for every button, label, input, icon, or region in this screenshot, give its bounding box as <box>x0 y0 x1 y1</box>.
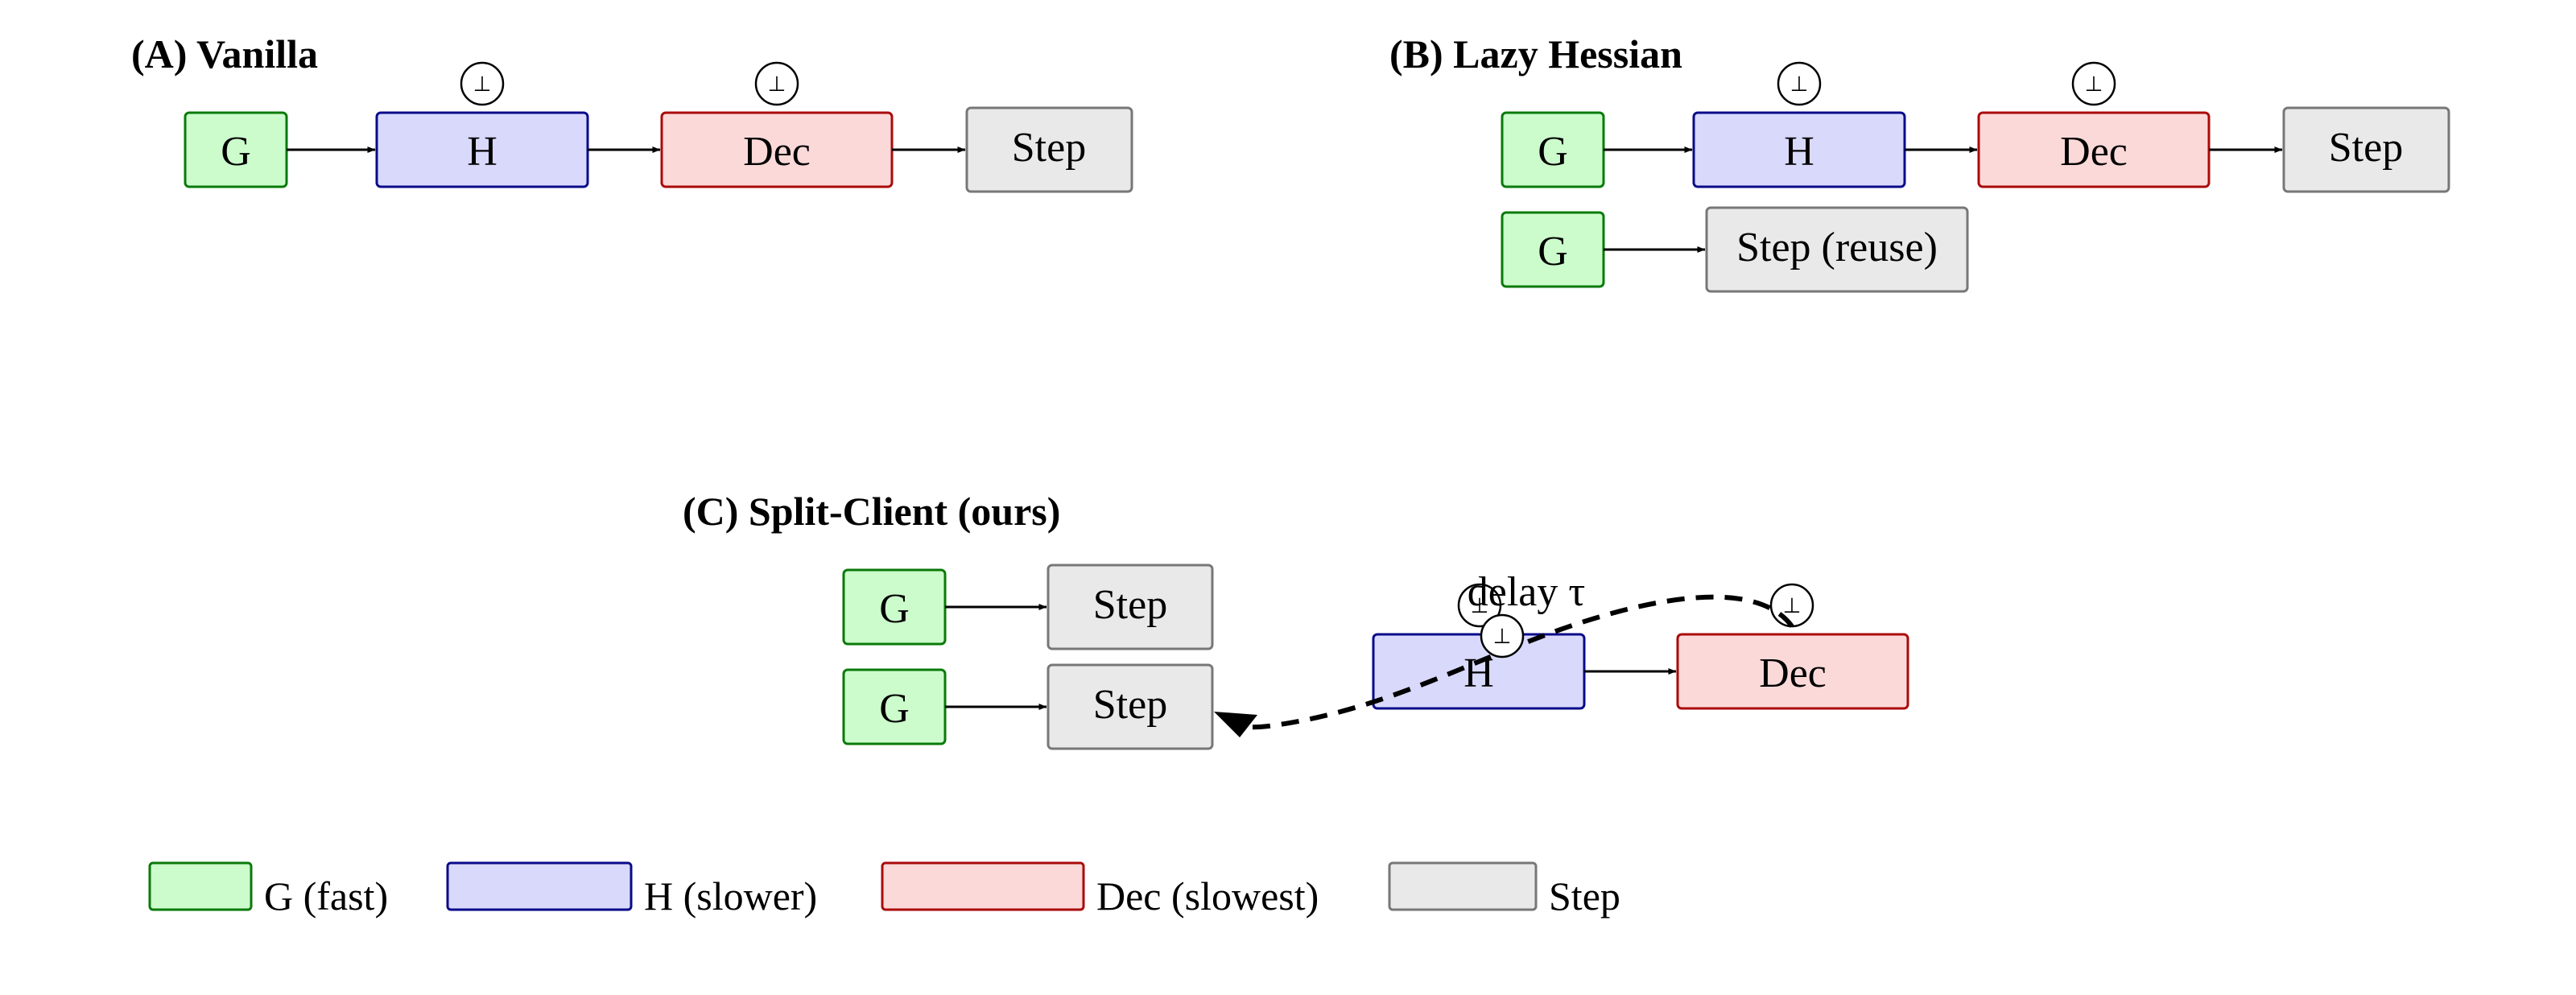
panel-b-h-clock-icon: ⊥ <box>1777 61 1822 106</box>
panel-c-step1-label: Step <box>1093 582 1167 628</box>
panel-b-step-label: Step <box>2329 125 2403 171</box>
panel-b-dec-clock-icon: ⊥ <box>2071 61 2116 106</box>
panel-c-dec-label: Dec <box>1759 650 1827 696</box>
legend-dec-label: Dec (slowest) <box>1096 873 1319 919</box>
legend-h-label: H (slower) <box>644 873 817 919</box>
panel-b-step-reuse-box <box>1705 206 1969 293</box>
panel-c-delay-label: delay τ <box>1468 569 1586 615</box>
svg-text:⊥: ⊥ <box>1471 594 1489 618</box>
legend: G (fast) H (slower) Dec (slowest) Step <box>148 861 1620 919</box>
panel-c-dec-box <box>1676 633 1909 710</box>
panel-a-h-clock-icon: ⊥ <box>460 61 505 106</box>
panel-b-h-label: H <box>1784 129 1814 175</box>
panel-a-step-label: Step <box>1012 125 1086 171</box>
svg-text:⊥: ⊥ <box>1493 625 1512 649</box>
panel-a-g-label: G <box>221 129 251 175</box>
legend-step-swatch <box>1388 861 1538 911</box>
panel-c-delay-arrowhead <box>1214 712 1257 737</box>
svg-text:⊥: ⊥ <box>473 72 492 97</box>
panel-a-title: (A) Vanilla <box>131 31 318 76</box>
panel-b-step-reuse-label: Step (reuse) <box>1736 225 1938 270</box>
panel-c-title: (C) Split-Client (ours) <box>683 489 1060 534</box>
panel-c-h-clock-icon-a: ⊥ <box>1457 583 1502 628</box>
panel-b-g-label: G <box>1538 129 1568 175</box>
panel-c-g1-label: G <box>879 586 910 632</box>
panel-c-dec-clock-icon: ⊥ <box>1769 583 1814 628</box>
panel-c-h-clock-icon-b: ⊥ <box>1480 613 1525 659</box>
panel-a-dec-clock-icon: ⊥ <box>754 61 799 106</box>
panel-b: (B) Lazy Hessian G H Dec Step G Step (re… <box>1389 31 2450 293</box>
panel-c-step1-box <box>1046 564 1214 650</box>
svg-text:⊥: ⊥ <box>768 72 786 97</box>
panel-b-dec-label: Dec <box>2060 129 2128 175</box>
panel-b-g2-label: G <box>1538 229 1568 275</box>
panel-c-step2-box <box>1046 663 1214 750</box>
panel-c-g2-label: G <box>879 686 910 732</box>
svg-text:⊥: ⊥ <box>1790 72 1809 97</box>
panel-a-h-label: H <box>467 129 497 175</box>
legend-g-swatch <box>148 861 253 911</box>
svg-text:⊥: ⊥ <box>1783 594 1802 618</box>
panel-c-step2-label: Step <box>1093 682 1167 728</box>
panel-b-step-box <box>2282 106 2450 193</box>
panel-c: (C) Split-Client (ours) G Step G Step H … <box>683 489 1909 750</box>
panel-a-dec-label: Dec <box>743 129 811 175</box>
panel-a: (A) Vanilla G H Dec Step ⊥ ⊥ <box>131 31 1133 193</box>
panel-b-title: (B) Lazy Hessian <box>1389 31 1682 76</box>
legend-step-label: Step <box>1549 873 1620 919</box>
legend-h-swatch <box>446 861 633 911</box>
svg-text:⊥: ⊥ <box>2085 72 2103 97</box>
panel-a-step-box <box>965 106 1133 193</box>
legend-dec-swatch <box>881 861 1085 911</box>
legend-g-label: G (fast) <box>264 873 388 919</box>
